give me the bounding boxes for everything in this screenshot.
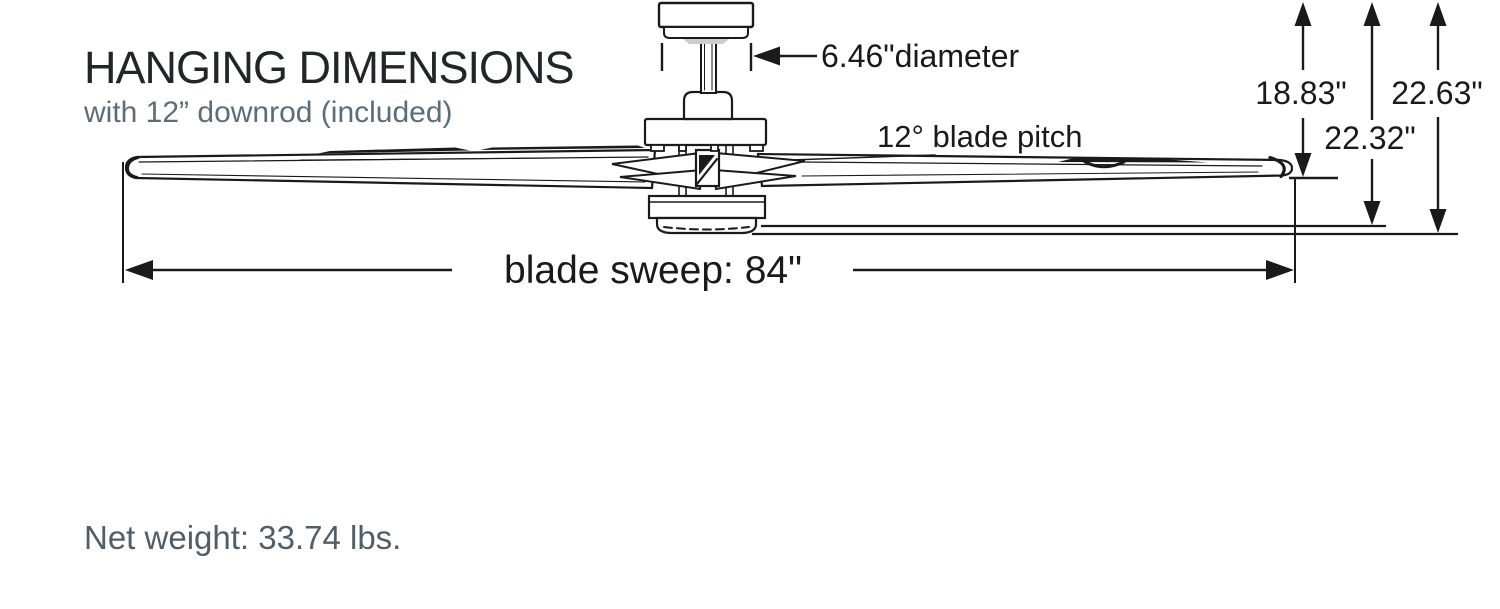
arrowhead-down-icon <box>1363 201 1381 225</box>
arrowhead-up-icon <box>1294 2 1312 26</box>
height-overall-label: 22.63" <box>1391 75 1483 111</box>
blade-sweep-label: blade sweep: 84" <box>504 249 802 292</box>
height-blade-top-label: 18.83" <box>1255 75 1347 111</box>
light-kit <box>655 216 758 235</box>
motor-mount-plate <box>643 117 768 147</box>
fan-blades <box>124 145 1294 190</box>
height-dimension-22-32 <box>761 2 1386 228</box>
downrod <box>700 36 717 94</box>
arrowhead-left-icon <box>125 260 153 280</box>
height-dimension-18-83 <box>1289 2 1338 180</box>
diameter-dimension <box>660 43 817 71</box>
blade-pitch-label: 12° blade pitch <box>877 119 1083 154</box>
downrod-coupler <box>682 90 734 121</box>
hub-center-block <box>694 148 721 188</box>
page-title: HANGING DIMENSIONS <box>84 42 575 93</box>
height-dimension-22-63 <box>752 2 1458 236</box>
blade-right-tip <box>1268 155 1286 179</box>
dimension-lines <box>122 2 1458 283</box>
arrowhead-down-icon <box>1429 209 1447 233</box>
light-kit-lens-line <box>663 226 750 231</box>
canopy <box>657 1 755 44</box>
height-light-kit-label: 22.32" <box>1324 120 1416 156</box>
blade-left <box>124 148 657 190</box>
arrowhead-right-icon <box>1266 260 1294 280</box>
fan-hub <box>611 1 806 235</box>
page-subtitle: with 12” downrod (included) <box>84 96 453 129</box>
arrowhead-up-icon <box>1363 2 1381 26</box>
mount-plate-tabs <box>650 144 764 152</box>
blade-sweep-dimension <box>122 162 1296 283</box>
net-weight-label: Net weight: 33.74 lbs. <box>84 519 402 556</box>
blade-irons <box>611 151 806 191</box>
arrowhead-down-icon <box>1294 153 1312 177</box>
blade-left-tip <box>125 156 140 179</box>
downrod-diameter-label: 6.46"diameter <box>821 38 1020 74</box>
arrowhead-up-icon <box>1429 2 1447 26</box>
arrowhead-left-icon <box>753 46 780 66</box>
motor-housing <box>647 194 767 220</box>
